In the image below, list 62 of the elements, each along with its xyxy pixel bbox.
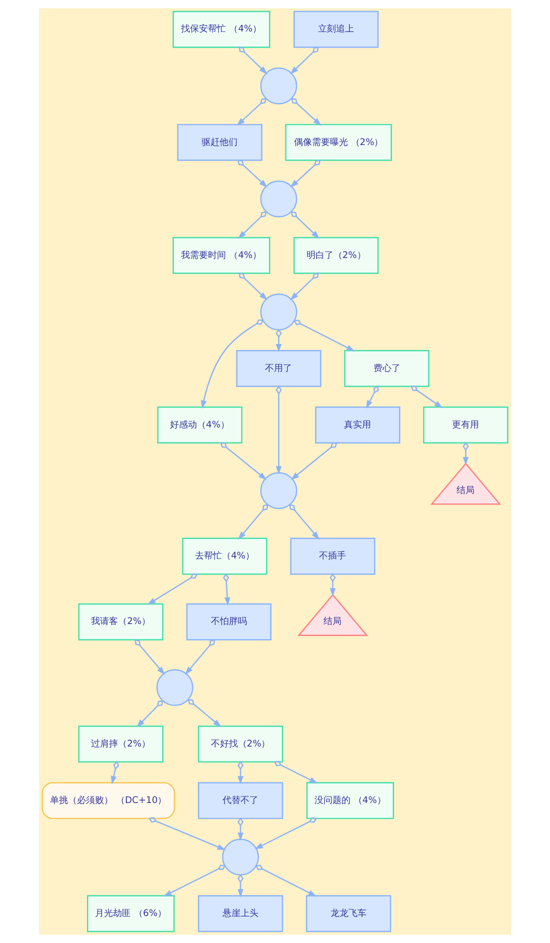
arrow (410, 386, 443, 408)
arrow (462, 442, 469, 466)
node-box: 过肩摔（2%） (78, 726, 164, 763)
node-box: 好感动（4%） (157, 406, 242, 444)
arrow (236, 98, 267, 126)
arrow (147, 573, 198, 605)
arrow (255, 864, 317, 897)
arrow (237, 760, 244, 784)
arrow (290, 46, 320, 74)
arrow (276, 385, 282, 474)
arrow (148, 816, 226, 850)
node-box: 不怕胖吗 (186, 603, 272, 640)
arrow (366, 385, 379, 409)
arrow (238, 46, 268, 74)
node-box: 偶像需要曝光 （2%） (285, 124, 392, 161)
node-box: 我需要时间 （4%） (172, 236, 270, 274)
node-circle (222, 838, 259, 876)
arrow (238, 272, 268, 300)
node-box: 不好找（2%） (198, 726, 284, 763)
node-box: 龙龙飞车 (306, 895, 392, 932)
node-box: 明白了（2%） (294, 236, 379, 274)
arrow (163, 864, 226, 896)
arrow (290, 98, 322, 126)
arrow (223, 573, 230, 606)
node-box: 驱赶他们 (177, 124, 262, 161)
node-box: 更有用 (423, 406, 508, 444)
node-box: 不插手 (290, 538, 376, 575)
arrow (330, 573, 336, 597)
arrow (290, 442, 338, 480)
node-circle (260, 472, 298, 510)
arrow (290, 211, 320, 239)
node-box: 月光劫匪 （6%） (87, 895, 175, 932)
arrow (184, 639, 216, 675)
arrow (134, 639, 165, 675)
arrow (237, 817, 244, 841)
node-box: 真实用 (315, 406, 400, 444)
arrow (238, 504, 268, 540)
arrow (200, 319, 264, 409)
node-box: 单挑（必须败） （DC+10） (42, 782, 176, 820)
arrow (237, 874, 244, 898)
node-box: 没问题的 （4%） (306, 782, 394, 820)
arrow (290, 272, 320, 300)
arrow (220, 442, 267, 480)
node-box: 费心了 (344, 350, 430, 387)
arrow (188, 699, 222, 728)
arrow (254, 817, 318, 850)
arrow (136, 700, 164, 728)
node-box: 我请客（2%） (78, 603, 164, 640)
arrow (293, 320, 355, 352)
node-box: 代替不了 (198, 782, 284, 820)
node-box: 立刻追上 (294, 10, 379, 48)
node-box: 悬崖上头 (198, 895, 284, 932)
arrow (276, 328, 282, 352)
arrow (237, 160, 268, 188)
node-box: 去帮忙（4%） (182, 538, 268, 575)
arrow (289, 504, 320, 540)
node-box: 找保安帮忙 （4%） (172, 10, 270, 48)
node-box: 不用了 (236, 350, 322, 387)
arrow (110, 760, 120, 784)
arrow (290, 160, 321, 188)
arrow (274, 760, 318, 784)
arrow (238, 211, 267, 239)
